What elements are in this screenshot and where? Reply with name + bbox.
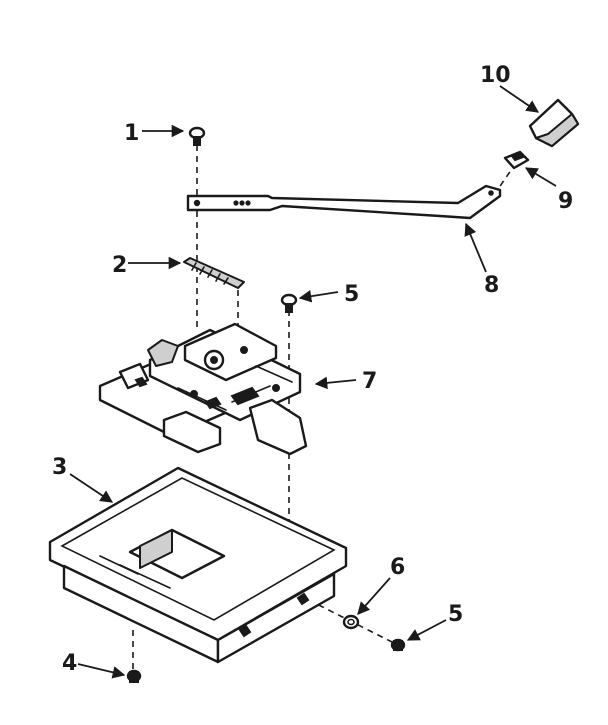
callout-8: 8 — [484, 273, 499, 298]
callout-10: 10 — [480, 63, 511, 88]
callout-5-lower: 5 — [448, 602, 463, 627]
callout-labels: 1 2 3 4 5 5 6 7 8 9 10 — [52, 63, 573, 676]
part-5-screw-lower — [390, 638, 406, 652]
callout-9: 9 — [558, 189, 573, 214]
part-7-latch-mechanism — [98, 322, 308, 456]
part-8-lever-rod — [186, 184, 502, 220]
callout-5-upper: 5 — [344, 282, 359, 307]
part-2-spring — [183, 257, 245, 289]
callout-6: 6 — [390, 555, 405, 580]
callout-2: 2 — [112, 253, 127, 278]
callout-4: 4 — [62, 651, 77, 676]
part-6-nut — [342, 614, 360, 630]
leader-lines — [69, 85, 557, 679]
part-1-screw — [188, 126, 206, 146]
part-10-knob — [528, 98, 580, 148]
part-5-screw-upper — [280, 293, 298, 313]
part-9-clip — [503, 150, 530, 170]
callout-3: 3 — [52, 455, 67, 480]
part-4-screw — [126, 669, 142, 683]
callout-7: 7 — [362, 369, 377, 394]
callout-1: 1 — [124, 121, 139, 146]
part-3-base-tray — [48, 466, 348, 664]
